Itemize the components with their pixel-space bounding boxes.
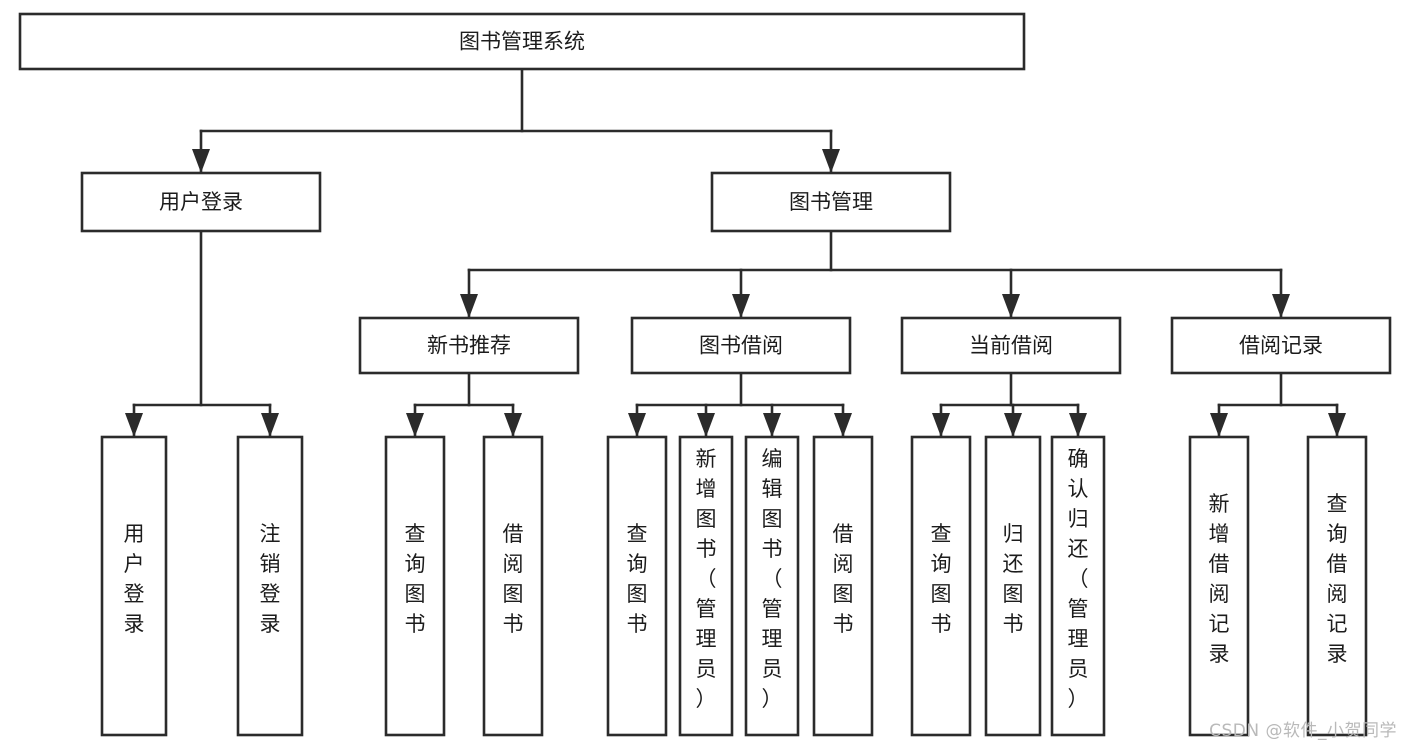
node-rect (678, 435, 734, 737)
node-rect (1050, 435, 1106, 737)
arrowhead-icon (504, 413, 522, 437)
node-rect (606, 435, 668, 737)
node-label: 当前借阅 (969, 334, 1053, 358)
arrowhead-icon (697, 413, 715, 437)
csdn-watermark: CSDN @软件_小贺同学 (1209, 721, 1397, 741)
connector-layer (125, 67, 1346, 438)
node-label: 用户登录 (124, 522, 145, 636)
node-注销登录[interactable]: 注销登录 (236, 435, 304, 737)
node-label: 新增借阅记录 (1209, 492, 1230, 666)
node-借阅图书[interactable]: 借阅图书 (482, 435, 544, 737)
node-rect (482, 435, 544, 737)
node-label: 新书推荐 (427, 334, 511, 358)
node-rect (910, 435, 972, 737)
node-rect (1306, 435, 1368, 737)
node-label: 图书管理 (789, 190, 873, 214)
arrowhead-icon (1328, 413, 1346, 437)
node-查询图书[interactable]: 查询图书 (606, 435, 668, 737)
node-查询借阅记录[interactable]: 查询借阅记录 (1306, 435, 1368, 737)
arrowhead-icon (1272, 294, 1290, 318)
node-rect (18, 12, 1026, 71)
arrowhead-icon (732, 294, 750, 318)
arrowhead-icon (1002, 294, 1020, 318)
node-label: 查询图书 (627, 522, 648, 636)
node-label: 用户登录 (159, 190, 243, 214)
node-图书借阅[interactable]: 图书借阅 (630, 316, 852, 375)
node-查询图书[interactable]: 查询图书 (384, 435, 446, 737)
node-label: 查询借阅记录 (1327, 492, 1348, 666)
arrowhead-icon (1004, 413, 1022, 437)
node-当前借阅[interactable]: 当前借阅 (900, 316, 1122, 375)
node-rect (100, 435, 168, 737)
arrowhead-icon (763, 413, 781, 437)
node-rect (900, 316, 1122, 375)
arrowhead-icon (125, 413, 143, 437)
arrowhead-icon (822, 149, 840, 173)
node-label: 查询图书 (931, 522, 952, 636)
node-label: 图书管理系统 (459, 30, 585, 54)
node-图书管理系统[interactable]: 图书管理系统 (18, 12, 1026, 71)
node-新增借阅记录[interactable]: 新增借阅记录 (1188, 435, 1250, 737)
node-rect (630, 316, 852, 375)
node-rect (984, 435, 1042, 737)
arrowhead-icon (1210, 413, 1228, 437)
node-label: 查询图书 (405, 522, 426, 636)
node-label: 注销登录 (260, 522, 281, 636)
arrowhead-icon (261, 413, 279, 437)
arrowhead-icon (460, 294, 478, 318)
node-查询图书[interactable]: 查询图书 (910, 435, 972, 737)
arrowhead-icon (192, 149, 210, 173)
node-rect (1188, 435, 1250, 737)
node-rect (384, 435, 446, 737)
node-layer: 图书管理系统用户登录图书管理新书推荐图书借阅当前借阅借阅记录用户登录注销登录查询… (18, 12, 1392, 737)
node-label: 归还图书 (1003, 522, 1024, 636)
node-用户登录[interactable]: 用户登录 (100, 435, 168, 737)
arrowhead-icon (1069, 413, 1087, 437)
node-编辑图书管理员[interactable]: 编辑图书（管理员） (744, 435, 800, 737)
node-借阅图书[interactable]: 借阅图书 (812, 435, 874, 737)
arrowhead-icon (834, 413, 852, 437)
arrowhead-icon (406, 413, 424, 437)
node-归还图书[interactable]: 归还图书 (984, 435, 1042, 737)
node-label: 图书借阅 (699, 334, 783, 358)
node-label: 确认归还（管理员） (1068, 447, 1089, 711)
arrowhead-icon (628, 413, 646, 437)
node-rect (358, 316, 580, 375)
node-用户登录[interactable]: 用户登录 (80, 171, 322, 233)
node-确认归还管理员[interactable]: 确认归还（管理员） (1050, 435, 1106, 737)
node-新书推荐[interactable]: 新书推荐 (358, 316, 580, 375)
node-rect (80, 171, 322, 233)
node-label: 编辑图书（管理员） (762, 447, 783, 711)
node-rect (1170, 316, 1392, 375)
arrowhead-icon (932, 413, 950, 437)
node-新增图书管理员[interactable]: 新增图书（管理员） (678, 435, 734, 737)
node-rect (812, 435, 874, 737)
node-label: 新增图书（管理员） (696, 447, 717, 711)
node-label: 借阅记录 (1239, 334, 1323, 358)
node-rect (744, 435, 800, 737)
node-图书管理[interactable]: 图书管理 (710, 171, 952, 233)
node-rect (236, 435, 304, 737)
node-rect (710, 171, 952, 233)
node-label: 借阅图书 (833, 522, 854, 636)
node-label: 借阅图书 (503, 522, 524, 636)
node-借阅记录[interactable]: 借阅记录 (1170, 316, 1392, 375)
